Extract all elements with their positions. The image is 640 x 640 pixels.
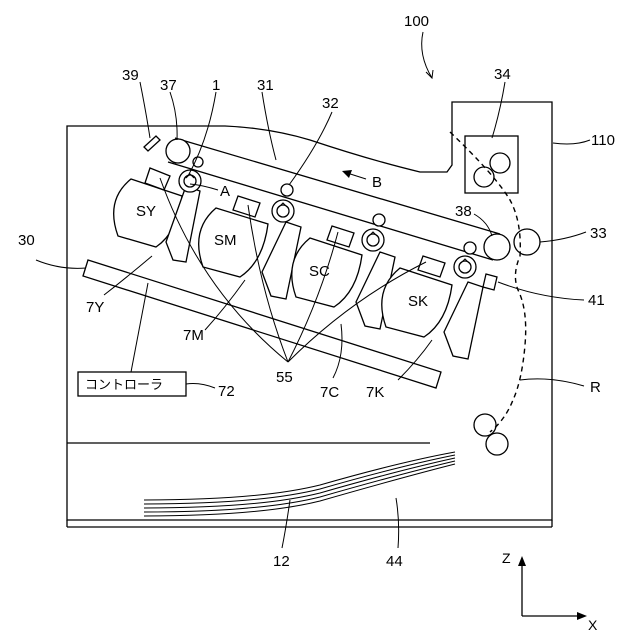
label-a: A bbox=[220, 183, 230, 200]
leader-41 bbox=[498, 282, 584, 300]
label-sy: SY bbox=[136, 203, 156, 220]
label-r: R bbox=[590, 379, 601, 396]
cleaner-blade-39 bbox=[144, 136, 160, 151]
leader-34 bbox=[492, 82, 505, 138]
label-sc: SC bbox=[309, 263, 330, 280]
controller-link bbox=[131, 283, 148, 372]
unit-k bbox=[382, 242, 483, 359]
belt-roller-37 bbox=[166, 139, 190, 163]
label-12: 12 bbox=[273, 553, 290, 570]
label-72: 72 bbox=[218, 383, 235, 400]
leader-38 bbox=[474, 214, 492, 236]
label-7k: 7K bbox=[366, 384, 384, 401]
leader-110 bbox=[553, 140, 590, 144]
axis-x-arrowhead bbox=[577, 612, 587, 620]
label-axis-x: X bbox=[588, 617, 598, 633]
label-31: 31 bbox=[257, 77, 274, 94]
leader-31 bbox=[262, 92, 276, 160]
unit-c bbox=[292, 214, 395, 329]
label-110: 110 bbox=[591, 132, 615, 149]
label-100: 100 bbox=[404, 13, 429, 30]
leader-37 bbox=[170, 92, 177, 140]
leader-100 bbox=[422, 32, 432, 78]
leader-33 bbox=[540, 232, 586, 242]
small-roller-near-37 bbox=[193, 157, 203, 167]
sheet-stack-12 bbox=[144, 452, 455, 516]
leader-44 bbox=[396, 498, 399, 548]
housing-outline bbox=[67, 102, 552, 520]
direction-b-arrowhead bbox=[342, 170, 352, 178]
label-7c: 7C bbox=[320, 384, 339, 401]
controller-label: コントローラ bbox=[85, 378, 163, 393]
feed-roller-lower bbox=[486, 433, 508, 455]
leader-39 bbox=[140, 82, 150, 138]
label-41: 41 bbox=[588, 292, 605, 309]
label-34: 34 bbox=[494, 66, 511, 83]
label-7m: 7M bbox=[183, 327, 204, 344]
leader-30 bbox=[36, 260, 86, 268]
label-b: B bbox=[372, 174, 382, 191]
label-7y: 7Y bbox=[86, 299, 104, 316]
axis-z-arrowhead bbox=[518, 556, 526, 566]
belt-roller-38 bbox=[484, 234, 510, 260]
leader-72 bbox=[186, 384, 215, 389]
fixing-roller-upper bbox=[490, 153, 510, 173]
label-30: 30 bbox=[18, 232, 35, 249]
label-1: 1 bbox=[212, 77, 220, 94]
feed-roller-upper bbox=[474, 414, 496, 436]
label-axis-z: Z bbox=[502, 550, 511, 566]
label-sm: SM bbox=[214, 232, 237, 249]
label-33: 33 bbox=[590, 225, 607, 242]
label-38: 38 bbox=[455, 203, 472, 220]
fixing-roller-lower bbox=[474, 167, 494, 187]
label-sk: SK bbox=[408, 293, 428, 310]
label-37: 37 bbox=[160, 77, 177, 94]
label-55: 55 bbox=[276, 369, 293, 386]
secondary-transfer-roller-33 bbox=[514, 229, 540, 255]
sensor-41 bbox=[483, 274, 497, 290]
label-32: 32 bbox=[322, 95, 339, 112]
label-39: 39 bbox=[122, 67, 139, 84]
label-44: 44 bbox=[386, 553, 403, 570]
unit-y bbox=[114, 168, 201, 262]
